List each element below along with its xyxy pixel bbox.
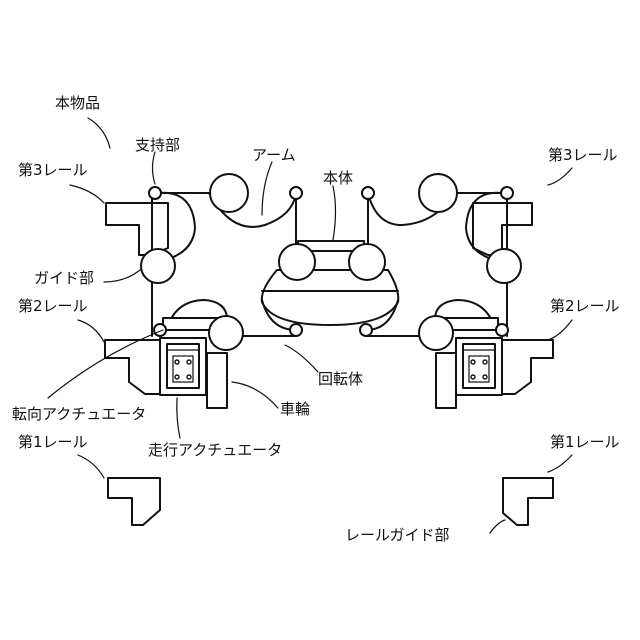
- leader-guide: [104, 270, 140, 282]
- leader-arm: [262, 162, 272, 215]
- label-first-rail-right: 第1レール: [550, 433, 620, 451]
- support-joint: [149, 187, 161, 199]
- second-rail-left-shape: [105, 340, 162, 394]
- leader-second-rail-right: [548, 320, 572, 340]
- label-sharin: 車輪: [280, 400, 310, 418]
- leader-soko: [177, 398, 180, 438]
- support-joint: [154, 324, 166, 336]
- label-arm: アーム: [252, 146, 296, 164]
- left-actuator-bolt: [187, 360, 191, 364]
- label-third-rail-right: 第3レール: [548, 146, 618, 164]
- label-shijibu: 支持部: [135, 136, 180, 154]
- leader-shijibu: [153, 152, 156, 184]
- support-joint: [290, 187, 302, 199]
- leader-kaitentai: [285, 345, 318, 372]
- top-right-large-pulley: [419, 174, 457, 212]
- right-actuator-bolt: [483, 360, 487, 364]
- label-honbutsuhin: 本物品: [55, 94, 100, 112]
- left-actuator-bolt: [187, 375, 191, 379]
- label-rail-guide: レールガイド部: [345, 526, 450, 544]
- label-hontai: 本体: [323, 169, 353, 187]
- leader-first-rail-right: [548, 455, 572, 472]
- leader-hontai: [333, 186, 336, 240]
- right-wheel: [436, 353, 456, 408]
- second-rail-right-shape: [498, 340, 553, 394]
- label-soko-actuator: 走行アクチュエータ: [148, 441, 282, 459]
- label-kaitentai: 回転体: [318, 370, 363, 388]
- leader-rail-guide: [490, 520, 505, 533]
- label-third-rail-left: 第3レール: [18, 161, 88, 179]
- right-actuator-bolt: [471, 360, 475, 364]
- leader-second-rail-left: [78, 320, 104, 342]
- right-actuator-bolt: [471, 375, 475, 379]
- label-first-rail-left: 第1レール: [18, 433, 88, 451]
- right-lower-pulley: [419, 316, 453, 350]
- body-upper-right-pulley: [349, 244, 385, 280]
- guide-right-pulley: [487, 249, 521, 283]
- third-rail-right-shape: [473, 203, 532, 255]
- label-second-rail-left: 第2レール: [18, 297, 88, 315]
- body-upper-left-pulley: [279, 244, 315, 280]
- support-joint: [501, 187, 513, 199]
- left-actuator-bolt: [175, 375, 179, 379]
- leader-sharin: [232, 382, 278, 408]
- leader-honbutsuhin: [88, 118, 110, 148]
- left-wheel: [207, 353, 227, 408]
- first-rail-left-shape: [108, 478, 160, 525]
- support-joint: [496, 324, 508, 336]
- third-rail-left-shape: [106, 203, 168, 255]
- support-joint: [290, 324, 302, 336]
- leader-third-rail-right: [548, 168, 572, 185]
- main-body-shape: [262, 270, 398, 325]
- guide-left-pulley: [141, 249, 175, 283]
- left-actuator-bolt: [175, 360, 179, 364]
- first-rail-right-shape: [503, 478, 553, 525]
- support-joint: [362, 187, 374, 199]
- right-actuator-bolt: [483, 375, 487, 379]
- label-second-rail-right: 第2レール: [550, 297, 620, 315]
- label-tenko-actuator: 転向アクチュエータ: [12, 405, 146, 423]
- support-joint: [360, 324, 372, 336]
- label-guide: ガイド部: [34, 269, 94, 287]
- leader-first-rail-left: [78, 455, 104, 478]
- leader-third-rail-left: [70, 185, 104, 203]
- top-left-large-pulley: [210, 174, 248, 212]
- left-lower-pulley: [209, 316, 243, 350]
